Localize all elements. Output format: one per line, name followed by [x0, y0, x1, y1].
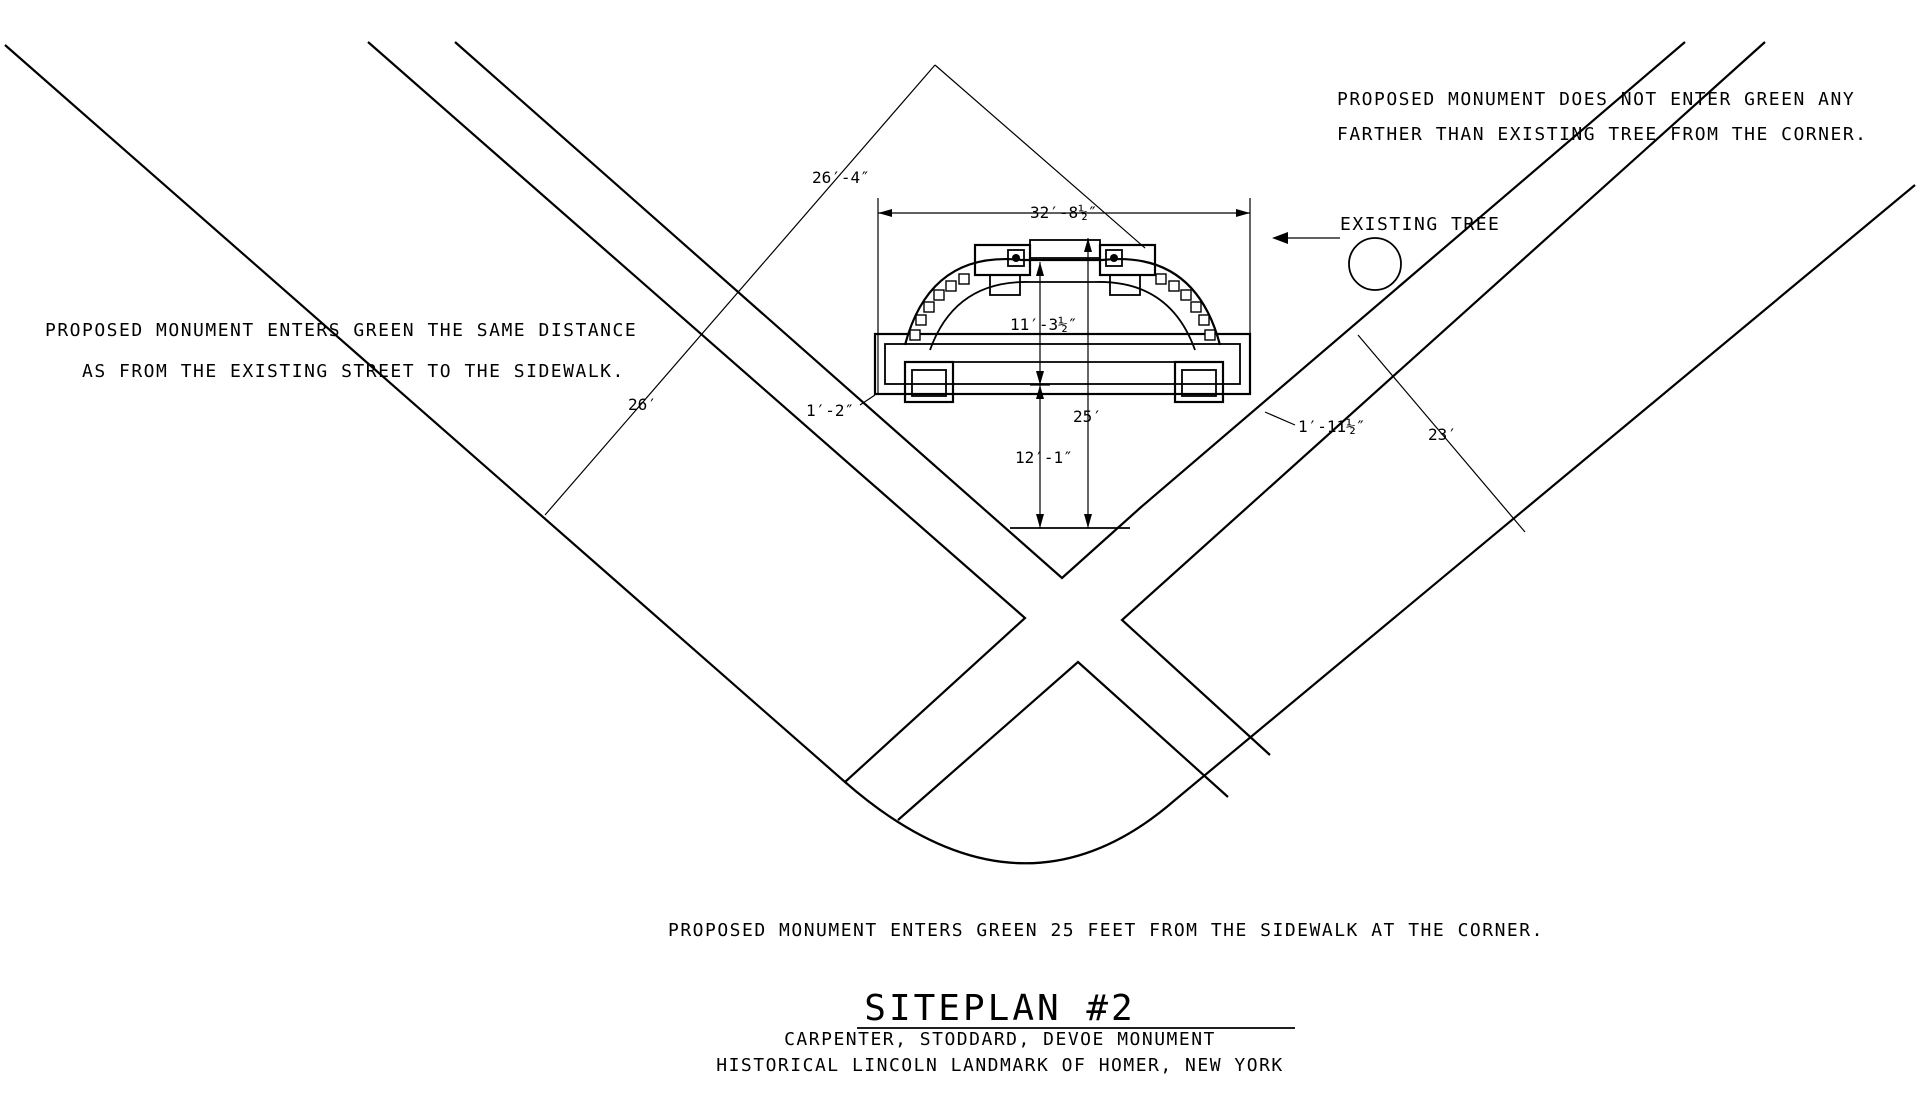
note-top-right-line2: FARTHER THAN EXISTING TREE FROM THE CORN… [1337, 124, 1868, 145]
note-left-line1: PROPOSED MONUMENT ENTERS GREEN THE SAME … [45, 320, 637, 341]
existing-tree [1272, 232, 1402, 291]
title-block: SITEPLAN #2 CARPENTER, STODDARD, DEVOE M… [716, 988, 1295, 1076]
title-line1: CARPENTER, STODDARD, DEVOE MONUMENT [784, 1029, 1216, 1050]
title-line2: HISTORICAL LINCOLN LANDMARK OF HOMER, NE… [716, 1055, 1284, 1076]
dim-25: 25′ [1073, 407, 1102, 426]
monument-plan [873, 239, 1252, 404]
drawing-title: SITEPLAN #2 [864, 988, 1135, 1029]
dimension-lines [544, 64, 1526, 533]
note-top-right-line1: PROPOSED MONUMENT DOES NOT ENTER GREEN A… [1337, 89, 1855, 110]
note-left-line2: AS FROM THE EXISTING STREET TO THE SIDEW… [82, 361, 625, 382]
existing-tree-label: EXISTING TREE [1340, 214, 1500, 235]
dim-26: 26′ [628, 395, 657, 414]
dim-32-8: 32′-8½″ [1030, 203, 1097, 222]
dim-12-1: 12′-1″ [1015, 448, 1073, 467]
dim-11-3: 11′-3½″ [1010, 315, 1077, 334]
note-bottom: PROPOSED MONUMENT ENTERS GREEN 25 FEET F… [668, 920, 1544, 941]
dim-1-11: 1′-11½″ [1298, 417, 1365, 436]
arch-blocks [909, 273, 1216, 341]
tree-circle-icon [1348, 237, 1402, 291]
dim-23: 23′ [1428, 425, 1457, 444]
street-lines [4, 41, 1916, 865]
dim-26-4: 26′-4″ [812, 168, 870, 187]
dim-1-2: 1′-2″ [806, 401, 854, 420]
